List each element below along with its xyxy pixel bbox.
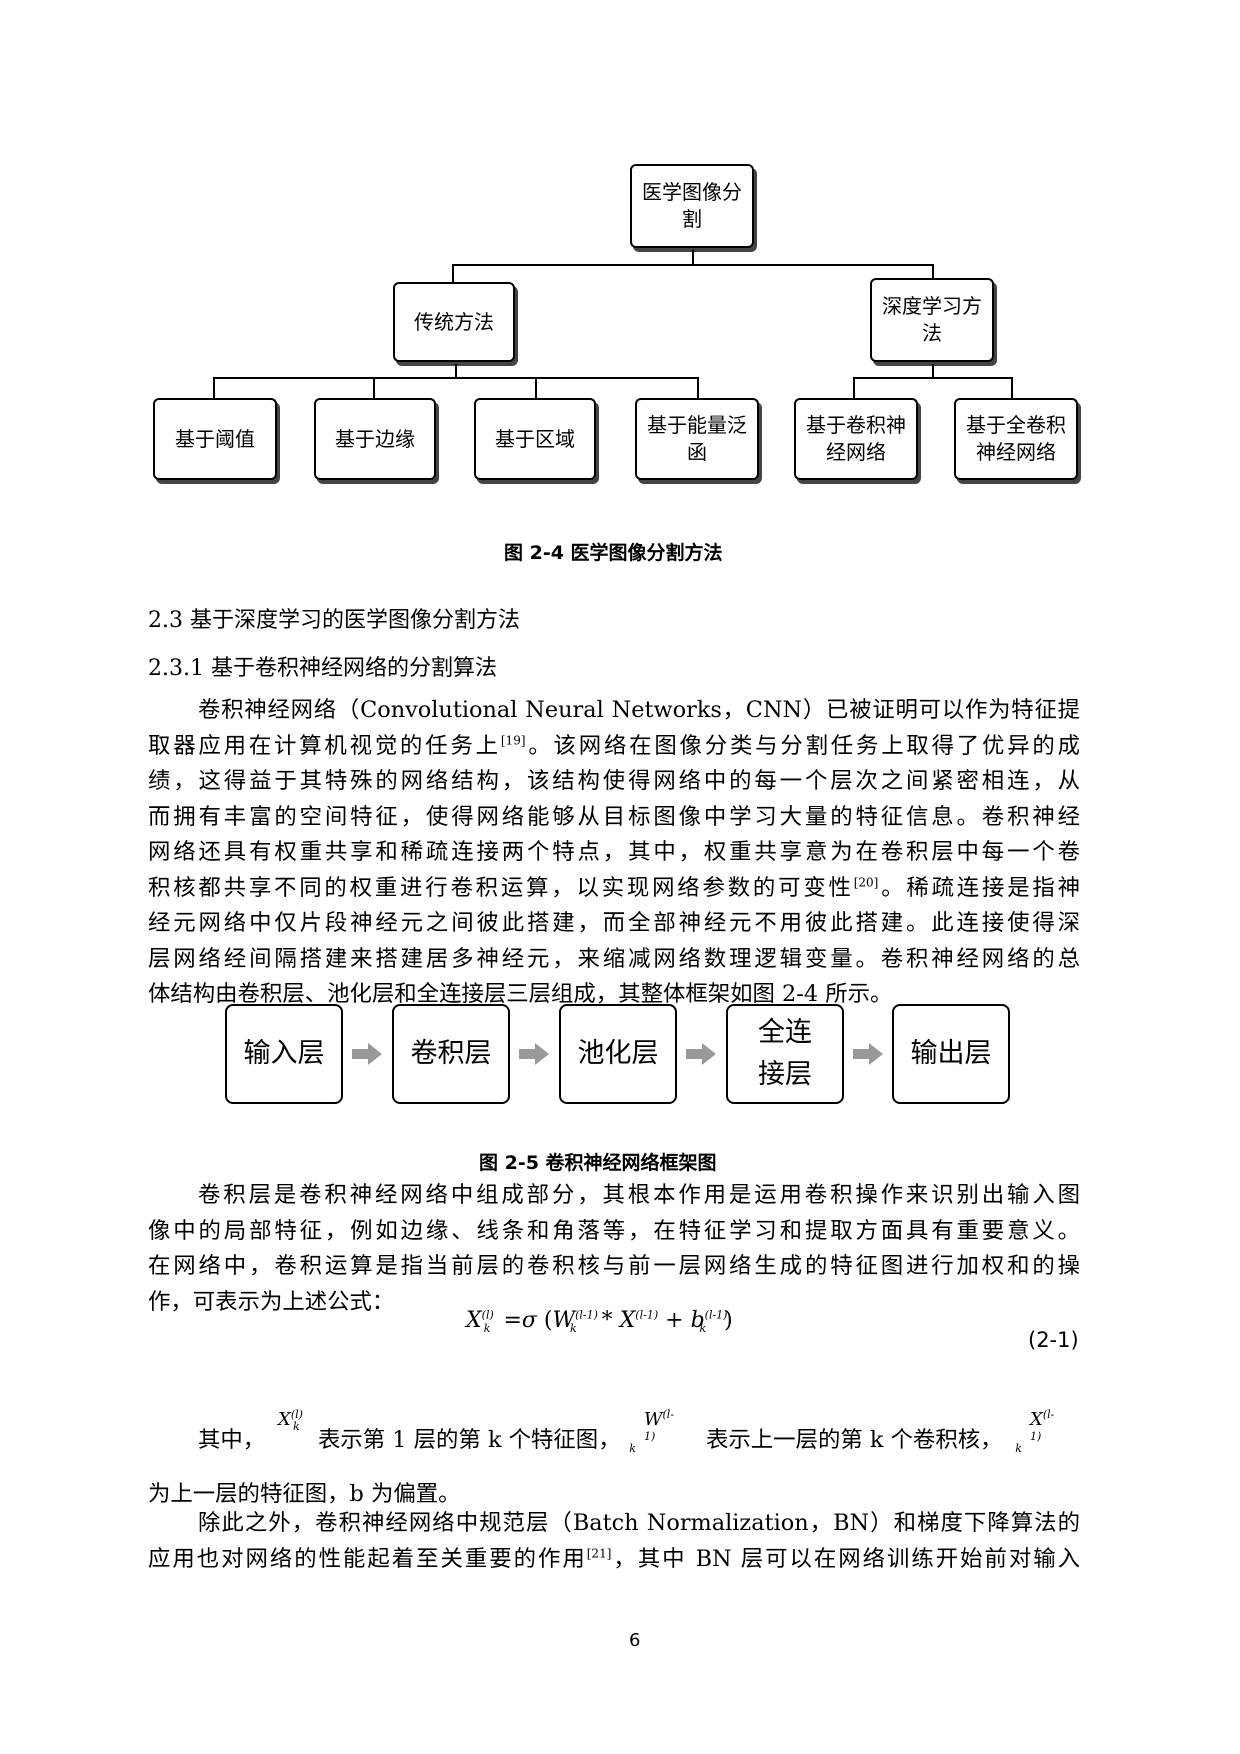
tree-connector xyxy=(853,377,855,399)
tree-connector xyxy=(452,264,454,282)
text-line: 积核都共享不同的权重进行卷积运算，以实现网络参数的可变性[20]。稀疏连接是指神 xyxy=(148,874,1081,901)
text-line: 而拥有丰富的空间特征，使得网络能够从目标图像中学习大量的特征信息。卷积神经 xyxy=(148,803,1080,830)
text-line: 绩，这得益于其特殊的网络结构，该结构使得网络中的每一个层次之间紧密相连，从 xyxy=(148,768,1080,794)
tree-leaf-region: 基于区域 xyxy=(474,398,596,480)
text-line: 除此之外，卷积神经网络中规范层（Batch Normalization，BN）和… xyxy=(198,1510,1080,1536)
body-paragraph: 除此之外，卷积神经网络中规范层（Batch Normalization，BN）和… xyxy=(148,1506,1080,1577)
text-line: 作，可表示为上述公式： xyxy=(148,1288,395,1315)
text-line: 卷积层是卷积神经网络中组成部分，其根本作用是运用卷积操作来识别出输入图 xyxy=(198,1182,1080,1208)
text-line: 应用也对网络的性能起着至关重要的作用[21]，其中 BN 层可以在网络训练开始前… xyxy=(148,1545,1081,1572)
text-line: 像中的局部特征，例如边缘、线条和角落等，在特征学习和提取方面具有重要意义。 xyxy=(148,1217,1080,1244)
tree-connector xyxy=(455,364,457,378)
page-number: 6 xyxy=(629,1630,641,1651)
tree-connector xyxy=(535,377,537,399)
tree-connector xyxy=(697,377,699,399)
arrow-right-icon xyxy=(853,1043,883,1065)
tree-connector xyxy=(692,250,694,266)
flow-box-pool: 池化层 xyxy=(559,1004,677,1104)
figure-caption: 图 2-4 医学图像分割方法 xyxy=(504,542,723,564)
text-line: 取器应用在计算机视觉的任务上[19]。该网络在图像分类与分割任务上取得了优异的成 xyxy=(148,732,1081,759)
flow-box-conv: 卷积层 xyxy=(392,1004,510,1104)
tree-node-traditional: 传统方法 xyxy=(393,282,515,362)
equation-number: (2-1) xyxy=(1028,1328,1079,1352)
tree-connector xyxy=(213,377,699,379)
tree-node-deep-learning: 深度学习方 法 xyxy=(870,278,994,362)
figure-caption: 图 2-5 卷积神经网络框架图 xyxy=(479,1152,717,1174)
tree-root-node: 医学图像分 割 xyxy=(630,164,754,248)
tree-leaf-threshold: 基于阈值 xyxy=(153,398,277,480)
subsection-heading: 2.3.1 基于卷积神经网络的分割算法 xyxy=(148,656,497,681)
text-line: 网络还具有权重共享和稀疏连接两个特点，其中，权重共享意为在卷积层中每一个卷 xyxy=(148,839,1080,865)
variable-wk-l1: W(l-1)k xyxy=(629,1408,675,1455)
tree-leaf-edge: 基于边缘 xyxy=(314,398,436,480)
text-line: 在网络中，卷积运算是指当前层的卷积核与前一层网络生成的特征图进行加权和的操 xyxy=(148,1253,1080,1279)
body-paragraph: 卷积神经网络（Convolutional Neural Networks，CNN… xyxy=(148,693,1080,1013)
arrow-right-icon xyxy=(352,1043,382,1065)
text-line: 经元网络中仅片段神经元之间彼此搭建，而全部神经元不用彼此搭建。此连接使得深 xyxy=(148,910,1080,936)
tree-connector xyxy=(1011,377,1013,399)
body-line: 为上一层的特征图，b 为偏置。 xyxy=(148,1481,461,1507)
citation: [20] xyxy=(853,875,879,890)
flow-box-input: 输入层 xyxy=(225,1004,343,1104)
tree-connector xyxy=(932,364,934,378)
text-line: 卷积神经网络（Convolutional Neural Networks，CNN… xyxy=(198,697,1080,723)
variable-xk-l1: X(l-1)k xyxy=(1015,1408,1055,1455)
body-line: 表示第 1 层的第 k 个特征图， xyxy=(318,1427,621,1453)
flow-box-output: 输出层 xyxy=(892,1004,1010,1104)
flow-box-fc: 全连 接层 xyxy=(726,1004,844,1104)
text-line: 体结构由卷积层、池化层和全连接层三层组成，其整体框架如图 2-4 所示。 xyxy=(148,981,893,1007)
tree-leaf-energy: 基于能量泛 函 xyxy=(635,398,759,480)
text-line: 层网络经间隔搭建来搭建居多神经元，来缩减网络数理逻辑变量。卷积神经网络的总 xyxy=(148,945,1080,972)
arrow-right-icon xyxy=(519,1043,549,1065)
tree-leaf-fcn: 基于全卷积 神经网络 xyxy=(954,398,1078,480)
equation: X(l)k =σ (W(l-1)k * X(l-1) + b(l-1)k) xyxy=(466,1308,733,1336)
tree-leaf-cnn: 基于卷积神 经网络 xyxy=(794,398,918,480)
body-line: 其中， xyxy=(198,1427,266,1453)
tree-connector xyxy=(373,377,375,399)
citation: [21] xyxy=(586,1546,612,1561)
body-paragraph: 卷积层是卷积神经网络中组成部分，其根本作用是运用卷积操作来识别出输入图 像中的局… xyxy=(148,1178,1080,1320)
variable-xk-l: X(l)k xyxy=(278,1408,303,1433)
arrow-right-icon xyxy=(686,1043,716,1065)
tree-connector xyxy=(213,377,215,399)
section-heading: 2.3 基于深度学习的医学图像分割方法 xyxy=(148,608,520,633)
tree-connector xyxy=(452,264,934,266)
body-line: 表示上一层的第 k 个卷积核， xyxy=(706,1427,1003,1453)
tree-connector xyxy=(932,264,934,278)
tree-connector xyxy=(853,377,1013,379)
citation: [19] xyxy=(500,733,526,748)
